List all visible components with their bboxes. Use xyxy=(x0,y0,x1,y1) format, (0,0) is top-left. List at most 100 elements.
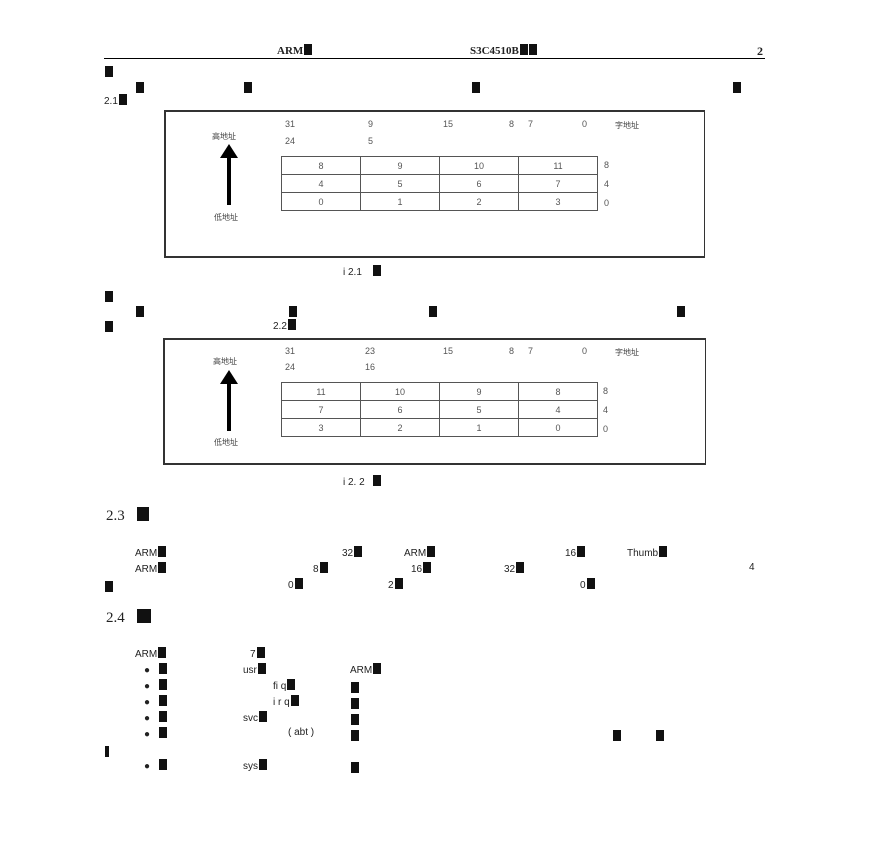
fig-ref-1: 2.1 xyxy=(104,94,127,107)
bit-label: 24 xyxy=(285,136,296,146)
t: ARM xyxy=(404,548,427,559)
row-address: 4 xyxy=(603,405,609,415)
low-address-label: 低地址 xyxy=(214,438,238,447)
cell: 3 xyxy=(518,192,598,211)
section-number: 2.4 xyxy=(106,610,125,626)
t: Thumb xyxy=(627,548,659,559)
mode-abt: ( abt ) xyxy=(288,727,315,738)
low-address-label: 低地址 xyxy=(214,213,238,222)
section-number: 2.3 xyxy=(106,508,125,524)
cell: 3 xyxy=(281,418,361,437)
word-address-label: 字地址 xyxy=(615,121,639,130)
cell: 11 xyxy=(518,156,598,175)
header-left: ARM xyxy=(277,44,313,57)
t: ARM xyxy=(135,564,158,575)
cell: 9 xyxy=(439,382,519,401)
t: 32 xyxy=(504,564,516,575)
cell: 8 xyxy=(518,382,598,401)
bit-label: 0 xyxy=(582,346,588,356)
mode-svc: svc xyxy=(243,713,258,724)
fig-ref-2: 2.2 xyxy=(273,319,296,332)
t: 0 xyxy=(580,580,586,591)
cell: 2 xyxy=(360,418,440,437)
cell: 5 xyxy=(439,400,519,419)
cell: 1 xyxy=(360,192,440,211)
cell: 0 xyxy=(281,192,361,211)
bit-label: 15 xyxy=(443,346,454,356)
cell: 2 xyxy=(439,192,519,211)
section-2-4-heading: 2.4 xyxy=(106,609,151,627)
bit-label: 23 xyxy=(365,346,376,356)
row-address: 8 xyxy=(604,160,610,170)
t: 7 xyxy=(250,649,256,660)
bit-label: 31 xyxy=(285,119,296,129)
cell: 10 xyxy=(360,382,440,401)
word-address-label: 字地址 xyxy=(615,348,639,357)
bit-label: 8 xyxy=(509,346,515,356)
bit-label: 9 xyxy=(368,119,374,129)
cell: 5 xyxy=(360,174,440,193)
t: 32 xyxy=(342,548,354,559)
header-center-text: S3C4510B xyxy=(470,45,519,57)
bit-label: 24 xyxy=(285,362,296,372)
arrow-up-icon xyxy=(220,370,238,384)
bit-label: 0 xyxy=(582,119,588,129)
high-address-label: 高地址 xyxy=(212,132,236,141)
fig-ref-text: 2.1 xyxy=(104,96,118,107)
t: 4 xyxy=(749,562,755,573)
page-number: 2 xyxy=(757,44,763,58)
mode-fiq: fi q xyxy=(273,681,287,692)
cell: 6 xyxy=(360,400,440,419)
bit-label: 8 xyxy=(509,119,515,129)
bit-label: 31 xyxy=(285,346,296,356)
cell: 10 xyxy=(439,156,519,175)
arrow-shaft xyxy=(227,157,231,205)
caption-text: і 2. 2 xyxy=(343,477,365,488)
cell: 1 xyxy=(439,418,519,437)
row-address: 4 xyxy=(604,179,610,189)
t: 8 xyxy=(313,564,319,575)
cell: 0 xyxy=(518,418,598,437)
mode-irq: i r q xyxy=(273,697,290,708)
mode-sys: sys xyxy=(243,761,258,772)
row-address: 8 xyxy=(603,386,609,396)
t: ARM xyxy=(135,649,158,660)
t: 0 xyxy=(288,580,294,591)
bit-label: 7 xyxy=(528,346,534,356)
figure-caption-1: і 2.1 xyxy=(343,265,381,278)
header-center: S3C4510B xyxy=(470,44,537,57)
mode-usr: usr xyxy=(243,665,257,676)
cell: 11 xyxy=(281,382,361,401)
bit-label: 15 xyxy=(443,119,454,129)
cell: 9 xyxy=(360,156,440,175)
text-line: ARM xyxy=(135,546,167,559)
row-address: 0 xyxy=(604,198,610,208)
t: ARM xyxy=(350,665,373,676)
cell: 8 xyxy=(281,156,361,175)
cell: 7 xyxy=(281,400,361,419)
fig-ref-text: 2.2 xyxy=(273,321,287,332)
t: 16 xyxy=(565,548,577,559)
header-rule xyxy=(104,58,765,59)
section-2-3-heading: 2.3 xyxy=(106,507,149,525)
t: ARM xyxy=(135,548,158,559)
header-left-text: ARM xyxy=(277,45,304,57)
arrow-up-icon xyxy=(220,144,238,158)
high-address-label: 高地址 xyxy=(213,357,237,366)
row-address: 0 xyxy=(603,424,609,434)
cell: 7 xyxy=(518,174,598,193)
bit-label: 7 xyxy=(528,119,534,129)
bit-label: 16 xyxy=(365,362,376,372)
figure-2-2 xyxy=(163,338,706,465)
figure-2-1 xyxy=(164,110,705,258)
caption-text: і 2.1 xyxy=(343,267,362,278)
